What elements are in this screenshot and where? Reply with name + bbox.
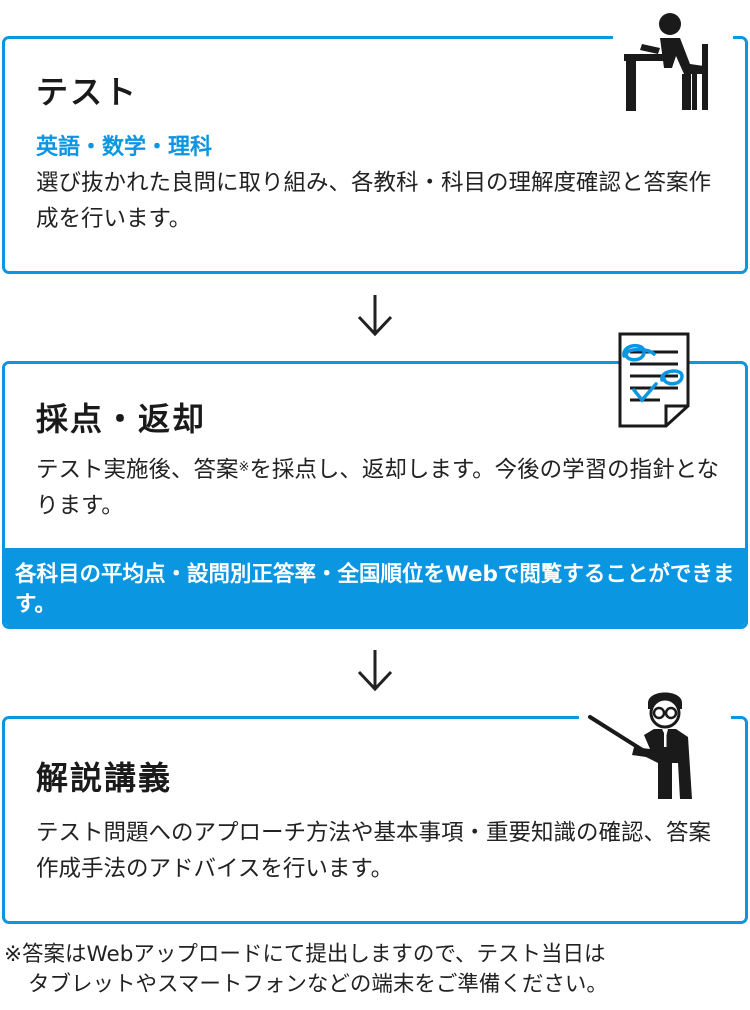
graded-paper-icon (618, 332, 690, 428)
footnote-line-1: ※答案はWebアップロードにて提出しますので、テスト当日は (4, 942, 606, 967)
step-description: 選び抜かれた良問に取り組み、各教科・科目の理解度確認と答案作成を行います。 (36, 170, 712, 232)
step-title: テスト (36, 73, 139, 111)
description-part: テスト実施後、答案 (36, 457, 239, 483)
footnote: ※答案はWebアップロードにて提出しますので、テスト当日は タブレットやスマート… (4, 940, 744, 1000)
down-arrow-icon (357, 650, 393, 692)
step-card-test: テスト 英語・数学・理科 選び抜かれた良問に取り組み、各教科・科目の理解度確認と… (2, 34, 748, 274)
lecturer-pointing-icon (588, 692, 692, 799)
footnote-mark: ※ (238, 460, 250, 475)
footnote-line-2: タブレットやスマートフォンなどの端末をご準備ください。 (28, 972, 608, 997)
step-title: 採点・返却 (36, 400, 207, 438)
step-title: 解説講義 (36, 759, 173, 797)
step-description: テスト実施後、答案※を採点し、返却します。今後の学習の指針となります。 (36, 450, 726, 524)
highlight-band: 各科目の平均点・設問別正答率・全国順位をWebで閲覧することができます。 (5, 548, 745, 626)
step-subjects: 英語・数学・理科 (36, 135, 213, 160)
student-at-desk-icon (624, 13, 708, 111)
down-arrow-icon (357, 295, 393, 337)
step-description: テスト問題へのアプローチ方法や基本事項・重要知識の確認、答案作成手法のアドバイス… (36, 820, 712, 882)
description-part: を採点し、返却します。今後の学習の指針となります。 (36, 457, 719, 519)
step-card-lecture: 解説講義 テスト問題へのアプローチ方法や基本事項・重要知識の確認、答案作成手法の… (2, 714, 748, 924)
step-card-grading: 採点・返却 テスト実施後、答案※を採点し、返却します。今後の学習の指針となります… (2, 361, 748, 629)
